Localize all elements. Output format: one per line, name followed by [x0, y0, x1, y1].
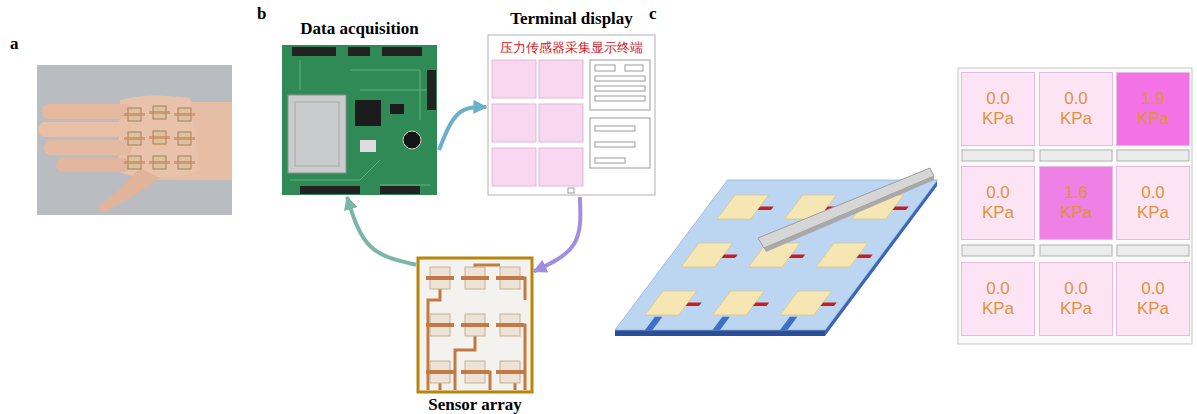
- flow-arrow: [439, 107, 486, 150]
- pressure-value: 0.0 KPa: [1054, 89, 1098, 129]
- sensor-array-photo: [418, 258, 532, 392]
- flow-arrow: [534, 197, 580, 271]
- pressure-cell: 1.6 KPa: [1039, 166, 1113, 240]
- pressure-value: 0.0 KPa: [1131, 183, 1175, 223]
- pressure-cell: 0.0 KPa: [961, 262, 1035, 336]
- screen-title: 压力传感器采集显示终端: [490, 39, 653, 57]
- pcb-photo: [282, 45, 437, 195]
- panel-letter: c: [649, 4, 657, 24]
- hand-photo: [37, 65, 232, 215]
- pressure-cell: 0.0 KPa: [961, 72, 1035, 146]
- pressure-cell: 1.9 KPa: [1116, 72, 1190, 146]
- pressure-cell: 0.0 KPa: [1039, 262, 1113, 336]
- pressure-value: 0.0 KPa: [1131, 279, 1175, 319]
- pressure-cell: 0.0 KPa: [1116, 262, 1190, 336]
- pressure-cell: 0.0 KPa: [961, 166, 1035, 240]
- pressure-value: 1.6 KPa: [1054, 183, 1098, 223]
- terminal-screen: Terminal display: [488, 35, 655, 195]
- pressure-cell: 0.0 KPa: [1116, 166, 1190, 240]
- panel-heading: Data acquisition: [252, 19, 467, 38]
- screen-capture: [488, 35, 655, 195]
- pressure-value: 0.0 KPa: [976, 279, 1020, 319]
- panel-letter: a: [10, 34, 19, 54]
- sensor-sheet: [615, 168, 938, 336]
- readout-panel: [958, 68, 1192, 344]
- acquisition-board: Data acquisition: [282, 45, 437, 195]
- panel-letter: b: [257, 4, 266, 24]
- panel-heading: Sensor array: [388, 395, 562, 414]
- pressure-value: 1.9 KPa: [1131, 89, 1175, 129]
- pressure-value: 0.0 KPa: [976, 183, 1020, 223]
- sensor-array-box: Sensor array: [418, 258, 532, 392]
- pressure-value: 0.0 KPa: [1054, 279, 1098, 319]
- pressure-cell: 0.0 KPa: [1039, 72, 1113, 146]
- flow-arrow: [347, 197, 416, 265]
- pressure-value: 0.0 KPa: [976, 89, 1020, 129]
